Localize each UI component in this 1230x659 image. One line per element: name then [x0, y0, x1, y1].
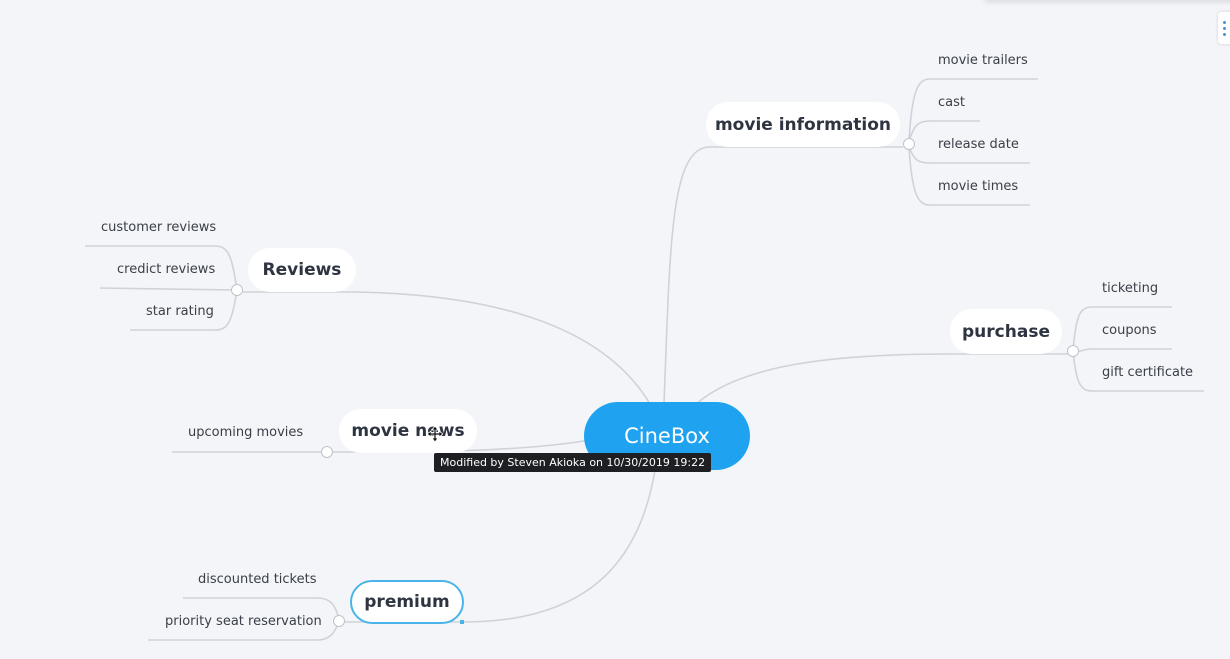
subtopic-star-rating[interactable]: star rating	[146, 304, 214, 319]
collapse-toggle-movie-news[interactable]	[321, 446, 333, 458]
topic-premium[interactable]: premium	[350, 580, 464, 624]
subtopic-coupons[interactable]: coupons	[1102, 323, 1157, 338]
topic-label: movie information	[714, 114, 892, 135]
topic-reviews[interactable]: Reviews	[248, 248, 356, 292]
link-reviews	[243, 291, 651, 405]
topic-label: movie news	[351, 421, 465, 441]
modified-by-tooltip: Modified by Steven Akioka on 10/30/2019 …	[434, 453, 712, 472]
selection-handle[interactable]	[460, 620, 464, 624]
topic-label: premium	[364, 592, 450, 612]
collapse-toggle-movie-information[interactable]	[903, 138, 915, 150]
subtopic-movie-times[interactable]: movie times	[938, 179, 1019, 194]
subtopic-ticketing[interactable]: ticketing	[1102, 281, 1159, 296]
more-options-icon[interactable]	[1218, 12, 1230, 44]
subtopic-customer-reviews[interactable]: customer reviews	[101, 220, 217, 235]
subtopic-release-date[interactable]: release date	[938, 137, 1019, 152]
subtopic-credict-reviews[interactable]: credict reviews	[117, 262, 216, 277]
topic-label: purchase	[962, 321, 1050, 342]
topic-purchase[interactable]: purchase	[950, 309, 1062, 354]
subtopic-upcoming-movies[interactable]: upcoming movies	[188, 425, 304, 440]
topic-label: Reviews	[262, 260, 342, 280]
link-movie-information	[663, 146, 903, 405]
subtopic-discounted-tickets[interactable]: discounted tickets	[198, 572, 317, 587]
subtopic-priority-seat-reservation[interactable]: priority seat reservation	[165, 614, 322, 629]
topic-movie-information[interactable]: movie information	[706, 102, 900, 147]
link-premium	[345, 469, 656, 623]
topic-movie-news[interactable]: movie news	[339, 409, 477, 453]
collapse-toggle-purchase[interactable]	[1067, 345, 1079, 357]
central-topic-label: CineBox	[624, 424, 710, 448]
collapse-toggle-premium[interactable]	[333, 615, 345, 627]
subtopic-movie-trailers[interactable]: movie trailers	[938, 53, 1028, 68]
collapse-toggle-reviews[interactable]	[231, 284, 243, 296]
subtopic-cast[interactable]: cast	[938, 95, 965, 110]
link-purchase	[694, 353, 1068, 406]
move-cursor-icon	[427, 426, 443, 442]
subtopic-gift-certificate[interactable]: gift certificate	[1102, 365, 1194, 380]
